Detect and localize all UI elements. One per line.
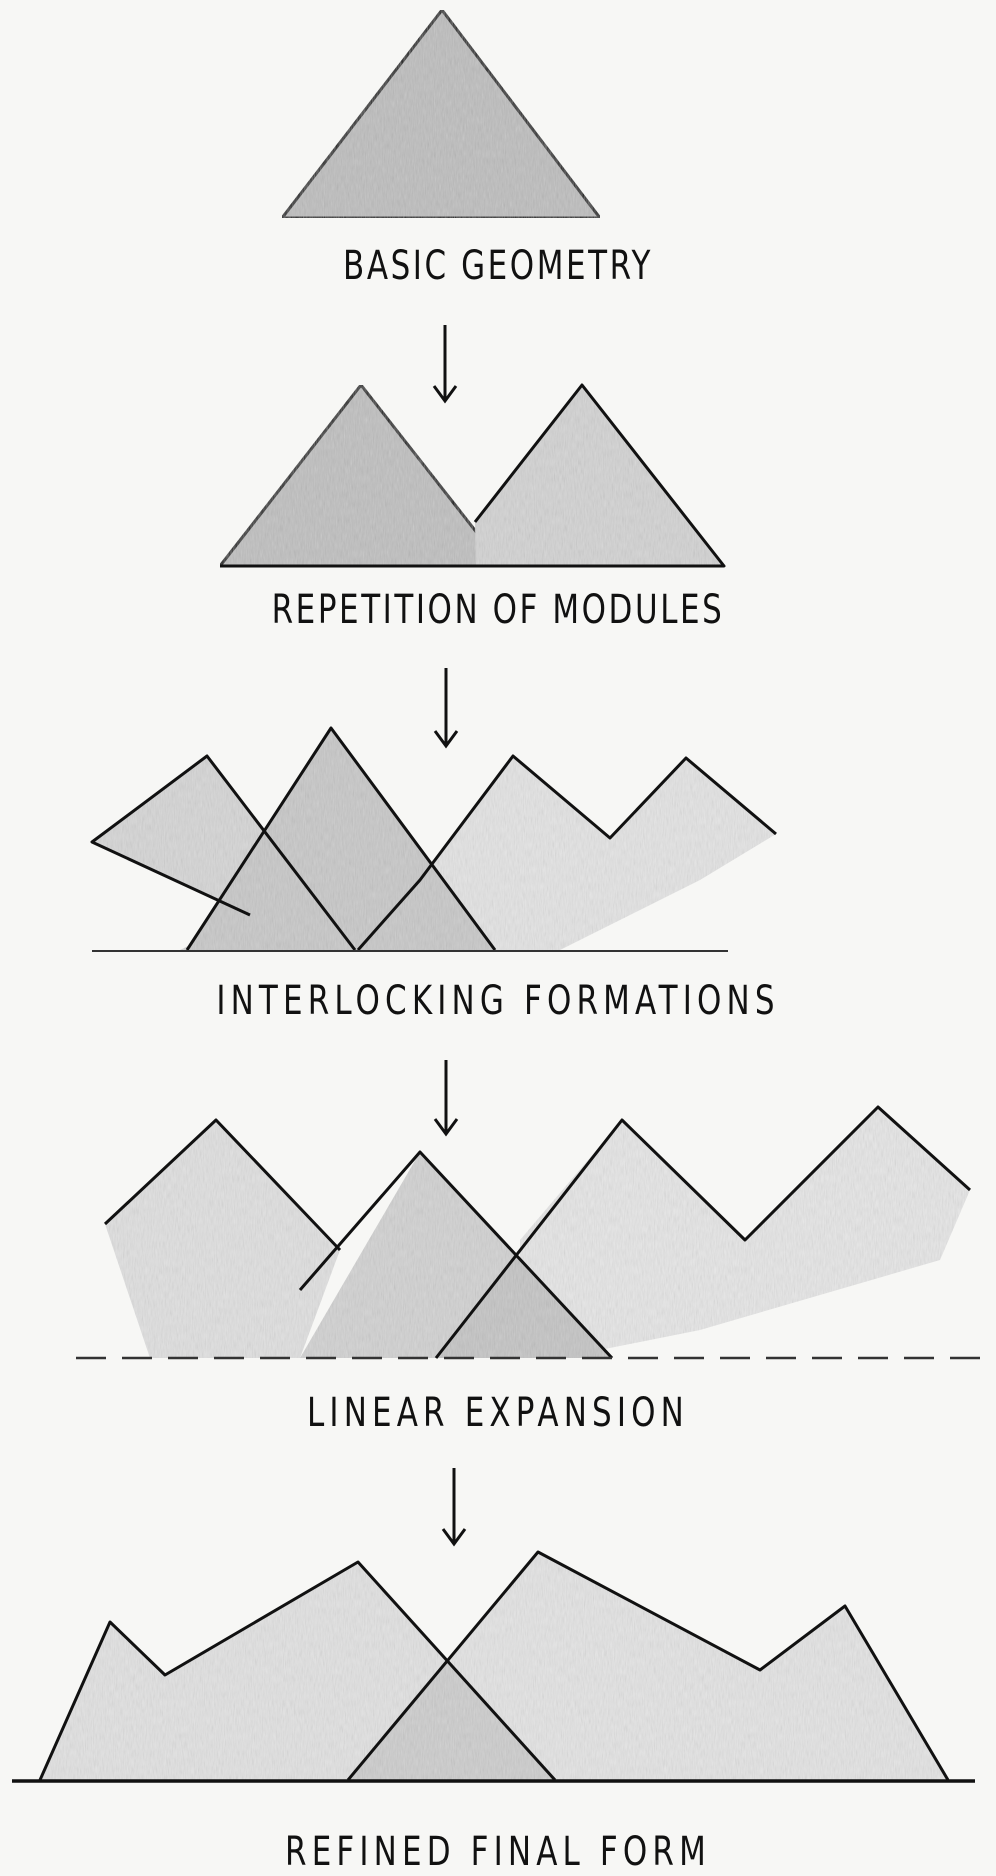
basic-triangle [282,10,600,218]
arrow-down-icon [434,325,456,401]
arrow-down-icon [443,1468,465,1544]
stage-interlocking-formations [92,728,776,951]
stage-label-basic-geometry: BASIC GEOMETRY [70,246,927,286]
stage-refined-final-form [12,1552,975,1781]
stage-linear-expansion [76,1107,996,1358]
expansion-shade-far [520,1107,970,1358]
stage-label-repetition-of-modules: REPETITION OF MODULES [70,590,927,630]
stage-basic-geometry [282,10,600,218]
arrow-down-icon [435,668,457,746]
stage-label-linear-expansion: LINEAR EXPANSION [70,1393,927,1433]
arrow-down-icon [435,1060,457,1134]
stage-repetition-of-modules [220,385,724,566]
stage-label-interlocking-formations: INTERLOCKING FORMATIONS [70,981,927,1021]
stage-label-refined-final-form: REFINED FINAL FORM [70,1832,927,1872]
expansion-shade-left [105,1120,340,1358]
module-triangle-left [220,385,503,566]
